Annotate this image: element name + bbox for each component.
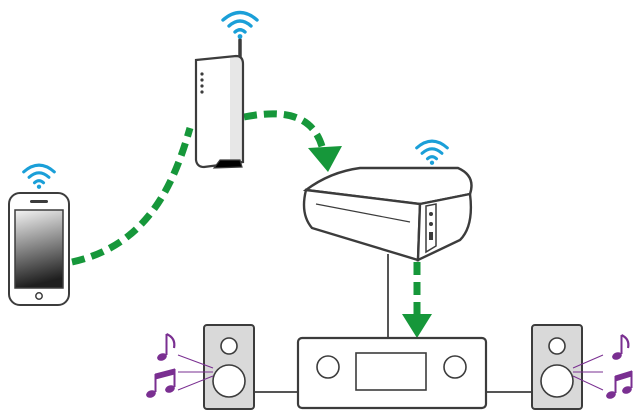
wireless-speaker — [302, 166, 473, 262]
wireless-speaker-side-panel — [425, 203, 437, 254]
smartphone — [8, 192, 70, 306]
speaker-control-button — [429, 232, 433, 240]
wifi-icon — [24, 165, 55, 189]
receiver-left-knob — [316, 355, 340, 379]
arrowhead-to-speaker — [308, 146, 342, 172]
receiver-right-knob — [443, 355, 467, 379]
router-stand — [212, 159, 243, 169]
music-note-icon — [612, 334, 630, 360]
phone-screen — [14, 209, 64, 289]
speaker-right — [531, 324, 583, 410]
receiver-display — [355, 352, 427, 391]
phone-speaker-slot — [30, 200, 48, 203]
wireless-flow-paths — [71, 110, 432, 338]
arrowhead-to-receiver — [402, 314, 432, 338]
wireless-router — [194, 38, 245, 169]
router-body — [194, 54, 245, 169]
phone-home-button — [35, 292, 43, 300]
router-side-face — [230, 57, 243, 163]
speaker-control-button — [429, 212, 433, 216]
wireless-speaker-grille-line — [315, 203, 411, 223]
wireless-speaker-side — [416, 192, 473, 262]
wifi-icon — [417, 141, 448, 165]
music-note-icon — [606, 370, 633, 399]
flow-router-to-speaker — [243, 110, 327, 151]
wired-cables — [254, 254, 532, 393]
av-receiver — [296, 336, 488, 410]
music-notes — [146, 332, 633, 399]
wifi-icon — [223, 13, 257, 39]
speaker-control-button — [429, 222, 433, 226]
music-note-icon — [146, 368, 176, 398]
right-tweeter — [548, 337, 566, 355]
flow-phone-to-router — [71, 127, 194, 266]
receiver-body — [296, 336, 488, 410]
left-woofer — [212, 364, 246, 398]
router-status-leds — [200, 72, 204, 94]
music-note-icon — [157, 332, 176, 361]
speaker-left — [203, 324, 255, 410]
sound-rays — [177, 354, 604, 391]
left-tweeter — [220, 337, 238, 355]
right-woofer — [540, 364, 574, 398]
